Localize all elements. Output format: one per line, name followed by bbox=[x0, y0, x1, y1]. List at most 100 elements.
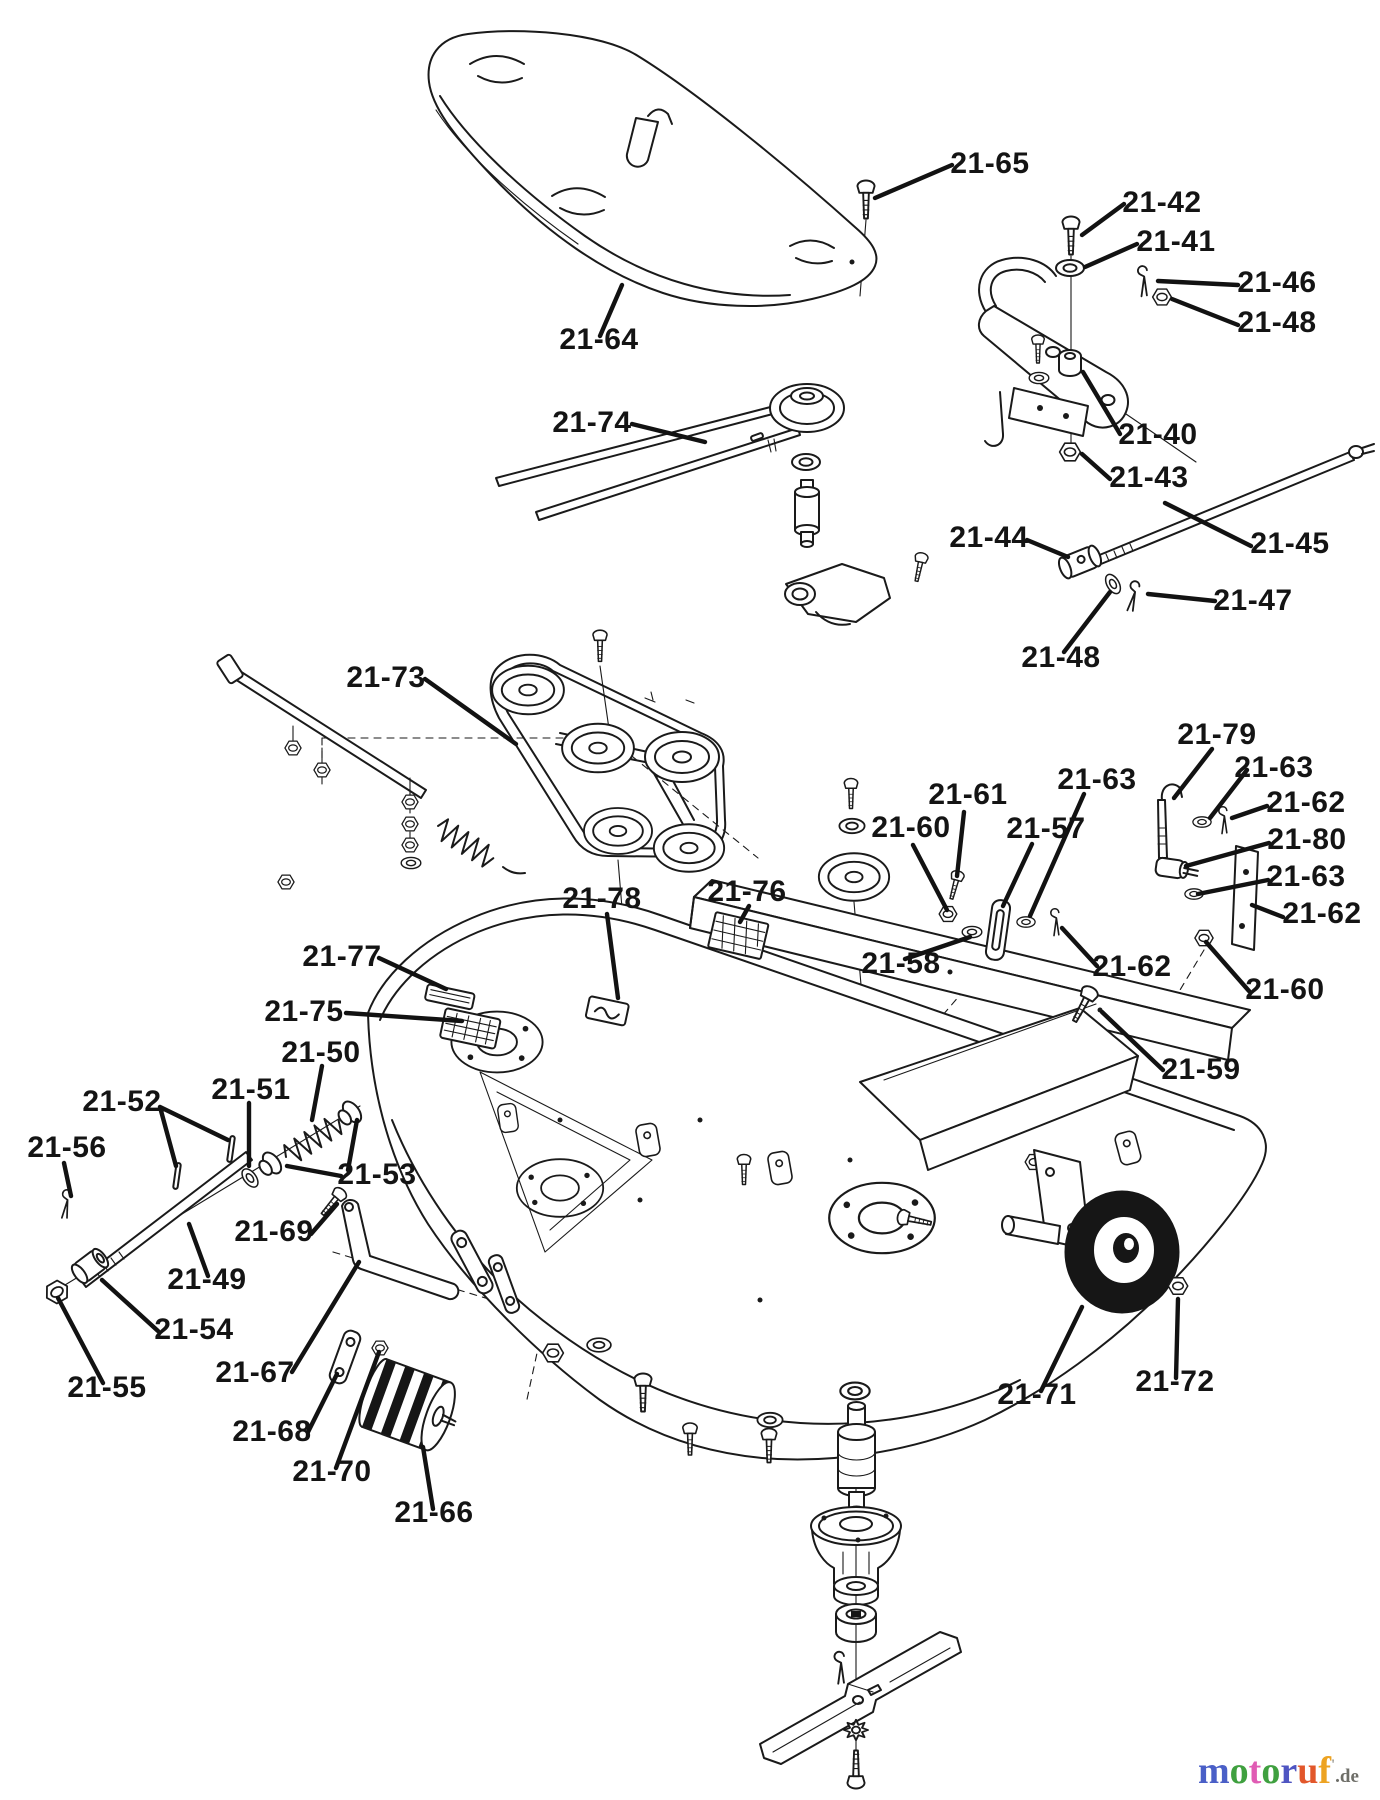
roller-clamp bbox=[328, 1329, 362, 1385]
blade-bolt bbox=[846, 1749, 866, 1790]
part-label: 21-51 bbox=[211, 1073, 290, 1106]
watermark-letter: o bbox=[1261, 1750, 1281, 1792]
part-label: 21-79 bbox=[1177, 718, 1256, 751]
pulley bbox=[583, 807, 653, 855]
part-labels: 21-65 21-42 21-41 21-46 21-48 21-64 21-7… bbox=[27, 147, 1361, 1529]
clutch-idler-arm-assembly bbox=[978, 215, 1173, 462]
height-linkage-cluster bbox=[938, 783, 1259, 961]
part-label: 21-70 bbox=[292, 1455, 371, 1488]
pulley bbox=[644, 731, 720, 783]
deck-cover bbox=[427, 30, 878, 307]
part-label: 21-62 bbox=[1266, 786, 1345, 819]
mower-deck bbox=[367, 897, 1267, 1461]
part-label: 21-44 bbox=[949, 521, 1028, 554]
part-label: 21-63 bbox=[1234, 751, 1313, 784]
part-label: 21-78 bbox=[562, 882, 641, 915]
drive-belt-cluster bbox=[489, 629, 727, 873]
arm-nut bbox=[1151, 288, 1173, 306]
part-label: 21-73 bbox=[346, 661, 425, 694]
part-label: 21-46 bbox=[1237, 266, 1316, 299]
arm-washer bbox=[1055, 259, 1085, 277]
spindle-housing bbox=[810, 1506, 902, 1606]
star-lock-washer bbox=[843, 1718, 869, 1742]
part-label: 21-71 bbox=[997, 1378, 1076, 1411]
part-label: 21-76 bbox=[707, 875, 786, 908]
part-label: 21-61 bbox=[928, 778, 1007, 811]
cover-bolt bbox=[856, 179, 876, 220]
watermark-motoruf: motoruf'.de bbox=[1198, 1749, 1359, 1793]
part-label: 21-69 bbox=[234, 1215, 313, 1248]
leader-lines bbox=[55, 162, 1286, 1512]
part-label: 21-43 bbox=[1109, 461, 1188, 494]
part-label: 21-40 bbox=[1118, 418, 1197, 451]
pulley bbox=[561, 722, 635, 774]
part-label: 21-66 bbox=[394, 1496, 473, 1529]
part-label: 21-57 bbox=[1006, 812, 1085, 845]
part-label: 21-63 bbox=[1266, 860, 1345, 893]
arm-bolt bbox=[1061, 215, 1081, 256]
spindle-bearing bbox=[835, 1603, 877, 1643]
watermark-suffix: .de bbox=[1335, 1766, 1359, 1787]
part-label: 21-59 bbox=[1161, 1053, 1240, 1086]
part-label: 21-74 bbox=[552, 406, 631, 439]
part-label: 21-54 bbox=[154, 1313, 233, 1346]
roller bbox=[358, 1358, 457, 1452]
rod-nut bbox=[41, 1276, 73, 1308]
part-label: 21-63 bbox=[1057, 763, 1136, 796]
part-label: 21-48 bbox=[1237, 306, 1316, 339]
part-label: 21-77 bbox=[302, 940, 381, 973]
part-label: 21-55 bbox=[67, 1371, 146, 1404]
watermark-letter: r bbox=[1280, 1750, 1298, 1792]
part-label: 21-45 bbox=[1250, 527, 1329, 560]
idler-pulley bbox=[817, 852, 891, 902]
discharge-baffle bbox=[859, 982, 1139, 1171]
trunnion bbox=[1057, 544, 1103, 580]
part-label: 21-68 bbox=[232, 1415, 311, 1448]
mower-blade bbox=[759, 1631, 962, 1765]
guide-pulley bbox=[769, 383, 845, 433]
gauge-wheel-tire bbox=[1064, 1190, 1180, 1314]
part-label: 21-60 bbox=[1245, 973, 1324, 1006]
part-label: 21-64 bbox=[559, 323, 638, 356]
wheel-nut bbox=[1167, 1277, 1189, 1295]
part-label: 21-56 bbox=[27, 1131, 106, 1164]
part-label: 21-48 bbox=[1021, 641, 1100, 674]
watermark-letter: u bbox=[1297, 1750, 1319, 1792]
part-label: 21-62 bbox=[1092, 950, 1171, 983]
watermark-letter: t bbox=[1248, 1750, 1262, 1792]
part-label: 21-65 bbox=[950, 147, 1029, 180]
part-label: 21-52 bbox=[82, 1085, 161, 1118]
swivel-clamp bbox=[1154, 856, 1199, 880]
part-label: 21-47 bbox=[1213, 584, 1292, 617]
watermark-tick: ' bbox=[1330, 1757, 1336, 1773]
cotter-pin bbox=[1137, 265, 1148, 298]
watermark-letter: m bbox=[1198, 1750, 1230, 1792]
part-label: 21-49 bbox=[167, 1263, 246, 1296]
link-plate bbox=[984, 899, 1012, 961]
pulley bbox=[652, 823, 726, 873]
lock-nut bbox=[1058, 442, 1082, 462]
channel-bracket bbox=[689, 879, 1251, 1061]
spacer-bushing bbox=[1058, 349, 1082, 377]
part-label: 21-60 bbox=[871, 811, 950, 844]
decal-21-76 bbox=[707, 911, 770, 960]
part-label: 21-42 bbox=[1122, 186, 1201, 219]
tension-bar-assembly bbox=[216, 653, 526, 890]
gauge-wheel-assembly bbox=[895, 1149, 1189, 1314]
spindle-spacer bbox=[794, 479, 820, 548]
part-label: 21-50 bbox=[281, 1036, 360, 1069]
part-label: 21-53 bbox=[337, 1158, 416, 1191]
watermark-letter: o bbox=[1229, 1750, 1249, 1792]
blade-spindle-assembly bbox=[759, 1381, 962, 1790]
part-label: 21-72 bbox=[1135, 1365, 1214, 1398]
part-label: 21-80 bbox=[1267, 823, 1346, 856]
part-label: 21-41 bbox=[1136, 225, 1215, 258]
height-adjust-rod-assembly bbox=[41, 1100, 363, 1308]
part-label: 21-62 bbox=[1282, 897, 1361, 930]
clutch-rod-assembly bbox=[1057, 443, 1375, 613]
ferrule bbox=[70, 1247, 110, 1285]
watermark-letter: f bbox=[1318, 1750, 1331, 1792]
pulley bbox=[491, 664, 565, 716]
